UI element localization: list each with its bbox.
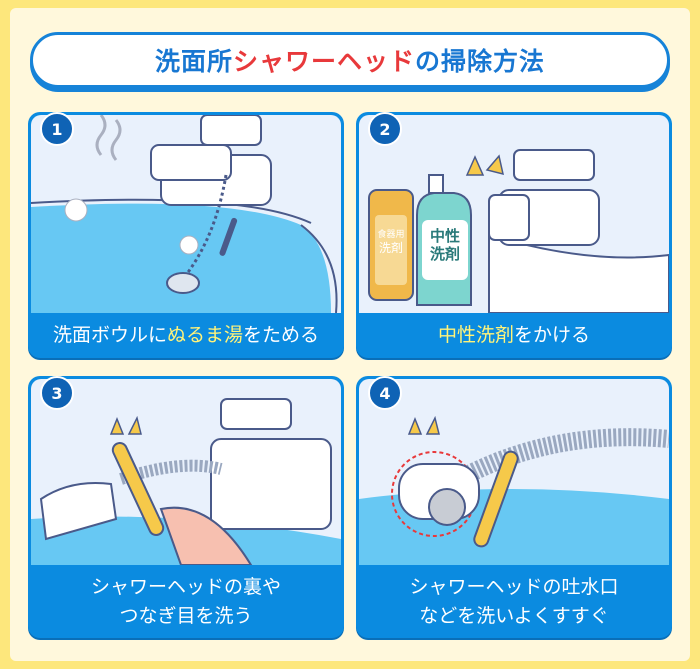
step-4-caption: シャワーヘッドの吐水口 などを洗いよくすすぐ [356, 565, 672, 638]
page-title: 洗面所シャワーヘッドの掃除方法 [30, 32, 670, 88]
step-3-caption: シャワーヘッドの裏や つなぎ目を洗う [28, 565, 344, 638]
step-number-badge: 1 [40, 112, 74, 146]
bottle-left-label: 食器用 洗剤 [375, 229, 407, 255]
step-3-panel: 3 シャワーヘッドの裏や つなぎ目を洗う [28, 376, 344, 638]
caption-text: 洗面ボウルに [52, 324, 167, 346]
step-2-panel: 2 食器用 洗剤 中性 洗剤 中性洗剤をかける [356, 112, 672, 358]
caption-line: シャワーヘッドの吐水口 [409, 575, 619, 598]
step-3-illustration [31, 379, 341, 565]
caption-line: つなぎ目を洗う [119, 604, 253, 627]
title-suffix: の掃除方法 [415, 47, 546, 76]
caption-highlight: ぬるま湯 [166, 324, 243, 346]
step-1-illustration [31, 115, 341, 313]
caption-text: をかける [514, 324, 591, 346]
label-line: 洗剤 [378, 241, 403, 255]
caption-highlight: 中性洗剤 [437, 324, 514, 346]
step-4-panel: 4 シャワーヘッドの吐水口 などを洗いよくすすぐ [356, 376, 672, 638]
step-4-illustration [359, 379, 669, 565]
step-number-badge: 3 [40, 376, 74, 410]
label-line: 中性 [429, 227, 460, 245]
title-highlight: シャワーヘッド [232, 47, 415, 76]
caption-line: シャワーヘッドの裏や [90, 575, 281, 598]
step-2-illustration: 食器用 洗剤 中性 洗剤 [359, 115, 669, 313]
step-1-caption: 洗面ボウルにぬるま湯をためる [28, 313, 344, 358]
title-prefix: 洗面所 [154, 47, 233, 76]
label-line: 洗剤 [429, 245, 460, 263]
step-2-caption: 中性洗剤をかける [356, 313, 672, 358]
step-number-badge: 4 [368, 376, 402, 410]
label-line: 食器用 [377, 230, 405, 240]
step-number-badge: 2 [368, 112, 402, 146]
bottle-right-label: 中性 洗剤 [422, 227, 468, 263]
caption-text: をためる [243, 324, 320, 346]
caption-line: などを洗いよくすすぐ [419, 604, 609, 627]
step-1-panel: 1 洗面ボウルにぬるま湯をためる [28, 112, 344, 358]
